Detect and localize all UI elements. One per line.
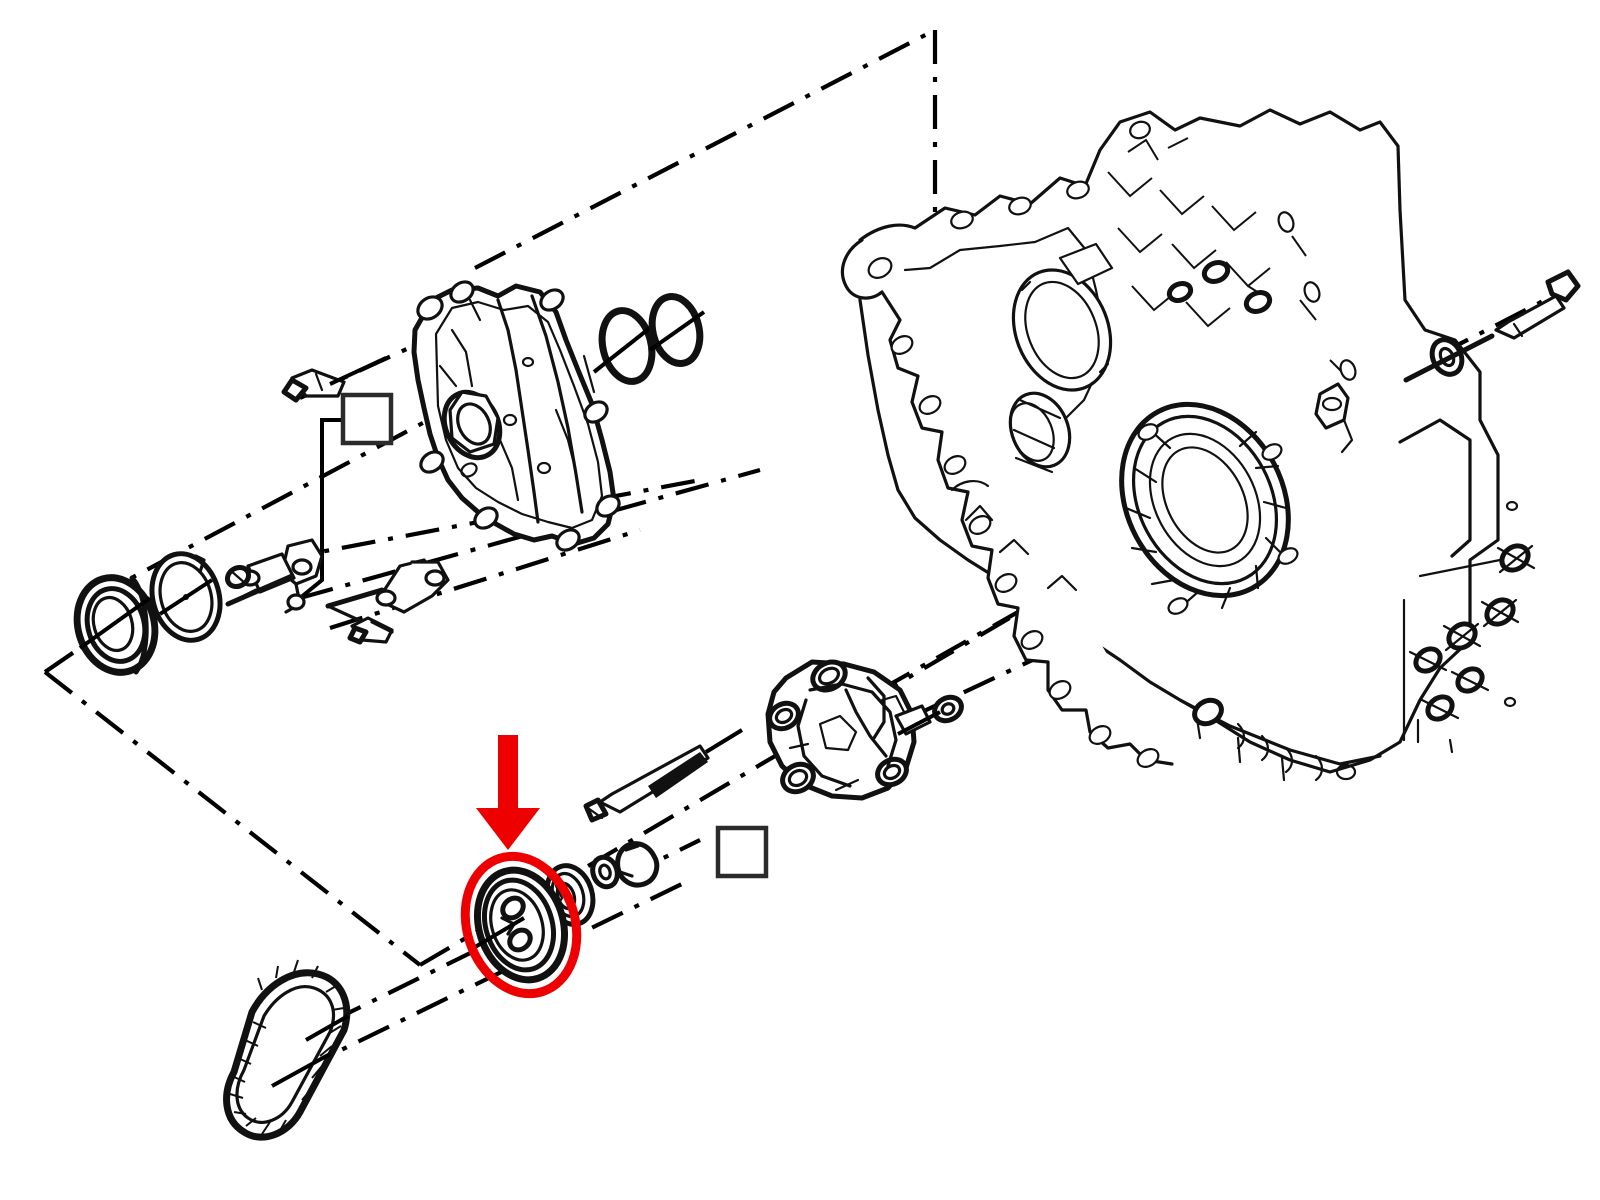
pump-dowel-pin (224, 564, 252, 590)
oil-pump-body (765, 659, 964, 801)
bracket-clamp (225, 538, 324, 614)
flange-bolt-lower (347, 616, 394, 645)
seal-retainer-washer (149, 551, 223, 643)
stud-bolt-right (1494, 269, 1581, 340)
callout-box-upper[interactable] (340, 392, 394, 446)
drive-sprocket (468, 866, 569, 984)
callout-upper-group[interactable] (298, 392, 394, 600)
pump-mount-boss (1119, 401, 1299, 615)
callout-box-lower[interactable] (715, 825, 769, 879)
case-bolt-boss-cluster (1408, 500, 1536, 754)
lower-bracket (325, 558, 450, 630)
snap-ring (615, 841, 660, 888)
oil-pump-cover (411, 280, 621, 552)
o-ring-small (648, 293, 706, 367)
callout-lower-group[interactable] (715, 825, 769, 879)
oil-seal (73, 574, 159, 676)
thrust-washer (590, 854, 620, 890)
long-bolt (583, 728, 744, 823)
bolt-washer (1403, 333, 1495, 383)
red-down-arrow (476, 735, 540, 850)
drive-chain (223, 959, 351, 1141)
flange-bolt-upper (281, 356, 387, 403)
case-casting-ribs (1107, 137, 1349, 379)
red-highlight-ellipse (460, 851, 582, 999)
transmission-case (840, 108, 1536, 782)
